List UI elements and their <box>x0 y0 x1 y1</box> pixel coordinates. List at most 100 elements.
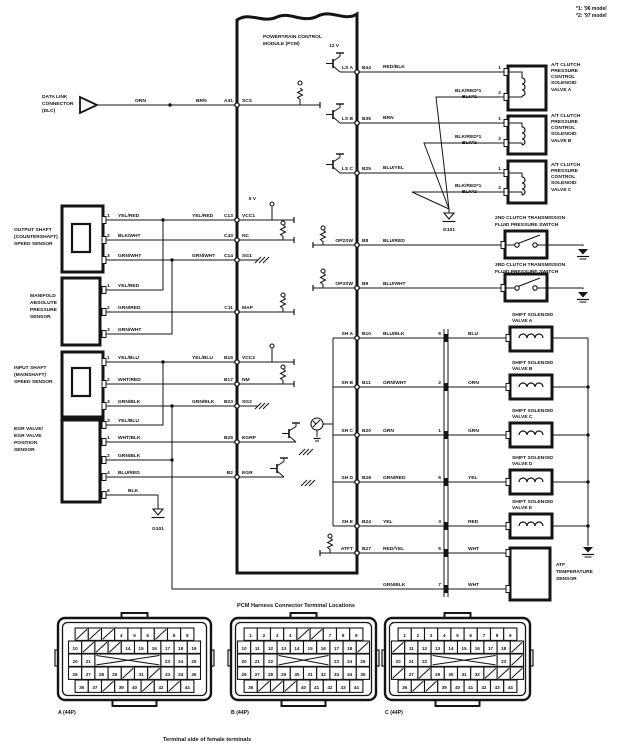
at-clutch-valve-c-box <box>506 159 548 205</box>
terminal-number: 15 <box>308 646 314 651</box>
label: PRESSURE <box>551 68 579 74</box>
label: GRN <box>468 428 479 434</box>
terminal-cell <box>186 666 202 680</box>
terminal-number: 28 <box>268 672 274 677</box>
transistor-symbol <box>332 116 341 124</box>
solenoid-coil-icon <box>518 521 544 527</box>
resistor-symbol <box>296 87 304 105</box>
label: 6 <box>438 475 441 481</box>
label: SH C <box>341 428 353 434</box>
pcm-pin-terminal <box>354 432 360 438</box>
blocked-cell-slash <box>392 641 404 653</box>
blocked-cell-slash <box>155 628 167 640</box>
terminal-bracket <box>101 473 107 481</box>
label: G101 <box>152 526 164 532</box>
label: BLK/RED*1 <box>455 88 482 94</box>
terminal-bracket <box>443 334 449 342</box>
label: PRESSURE <box>551 119 579 125</box>
blocked-cell-slash <box>412 680 424 692</box>
label: WHT/BLK <box>118 435 141 441</box>
terminal-number: 24 <box>347 659 353 664</box>
solenoid-coil-icon <box>521 176 526 196</box>
pcm-outline <box>235 11 359 575</box>
terminal-bracket <box>505 522 511 530</box>
terminal-number: 42 <box>481 685 487 690</box>
terminal-number: 44 <box>354 685 360 690</box>
label: BLU/YEL <box>383 165 404 171</box>
label: VALVE C <box>551 187 572 193</box>
terminal-cell <box>349 679 364 693</box>
label: B27 <box>362 546 371 552</box>
label: ORN <box>135 98 146 104</box>
transistor-symbol <box>332 166 341 174</box>
switch-symbol <box>517 277 541 288</box>
label: (DLC) <box>42 108 56 114</box>
terminal-number: 14 <box>294 646 300 651</box>
terminal-bracket <box>443 478 449 486</box>
label: B2 <box>227 470 234 476</box>
label: GRN/WHT <box>118 327 141 333</box>
terminal-number: 41 <box>314 685 320 690</box>
terminal-number: 26 <box>73 672 79 677</box>
label: GRN/BLK <box>192 399 215 405</box>
blocked-cell-slash <box>89 628 101 640</box>
blocked-cell-x <box>432 655 496 666</box>
label: SPEED SENSOR <box>14 379 53 385</box>
supply-icon <box>269 343 275 349</box>
input-shaft-sensor-box <box>60 350 105 422</box>
label: POWERTRAIN CONTROL <box>263 34 322 40</box>
terminal-number: 16 <box>475 646 481 651</box>
label: CONTROL <box>551 125 575 131</box>
transistor-symbol <box>332 56 341 62</box>
chassis-ground-icon <box>578 292 588 298</box>
blocked-cell-slash <box>122 667 134 679</box>
terminal-number: 36 <box>402 685 408 690</box>
label: 2 <box>498 136 501 142</box>
blocked-cell-slash <box>95 641 108 653</box>
resistor-symbol <box>279 296 287 312</box>
input-shaft-sensor-inner <box>70 366 92 398</box>
label: ORN <box>468 380 479 386</box>
wire <box>508 142 523 145</box>
label: B19 <box>224 355 233 361</box>
terminal-number: 43 <box>495 685 501 690</box>
terminal-number: 32 <box>321 672 327 677</box>
ground-hatch-icon <box>258 256 266 264</box>
transistor-symbol <box>332 157 341 163</box>
pcm-pin-terminal <box>234 403 240 409</box>
terminal-number: 10 <box>73 646 79 651</box>
terminal-number: 20 <box>242 659 248 664</box>
at-clutch-valve-b-box <box>506 114 548 156</box>
shift-solenoid-d-box <box>508 468 554 496</box>
terminal-number: 27 <box>86 672 92 677</box>
terminal-number: 42 <box>327 685 333 690</box>
terminal-number: 6 <box>146 633 149 638</box>
label: B29 <box>224 435 233 441</box>
terminal-bracket <box>505 478 511 486</box>
wire <box>411 191 508 210</box>
label: VCC2 <box>242 355 255 361</box>
terminal-number: 37 <box>92 685 98 690</box>
label: 1 <box>107 435 110 441</box>
terminal-bracket <box>101 308 107 316</box>
junction-dot <box>161 218 165 222</box>
label: NC <box>242 233 250 239</box>
terminal-number: 13 <box>281 646 287 651</box>
label: C11 <box>224 305 233 311</box>
label: G101 <box>443 227 455 233</box>
wire <box>547 287 584 289</box>
terminal-number: 11 <box>255 646 260 651</box>
label: 2 <box>107 453 110 459</box>
pcm-pin-terminal <box>234 381 240 387</box>
terminal-number: 25 <box>191 659 197 664</box>
label: A/T CLUTCH <box>551 162 581 168</box>
label: A31 <box>224 98 233 104</box>
label: C13 <box>224 213 233 219</box>
label: SHIFT SOLENOID <box>512 312 553 318</box>
terminal-number: 40 <box>132 685 138 690</box>
label: BLK <box>128 488 139 494</box>
label: YEL/RED <box>118 283 140 289</box>
switch-symbol <box>514 242 520 248</box>
